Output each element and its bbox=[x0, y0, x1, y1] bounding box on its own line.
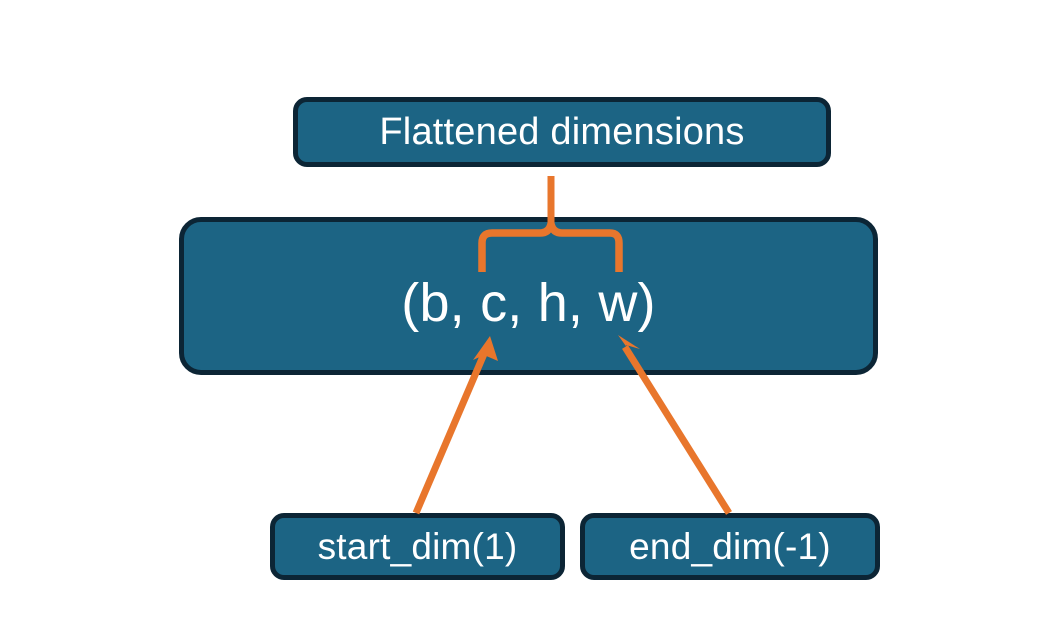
tensor-shape-label: (b, c, h, w) bbox=[401, 273, 656, 333]
flattened-dimensions-box: Flattened dimensions bbox=[293, 97, 831, 167]
end-dim-box: end_dim(-1) bbox=[580, 513, 880, 580]
start-dim-label: start_dim(1) bbox=[317, 526, 518, 567]
tensor-shape-box: (b, c, h, w) bbox=[179, 217, 878, 375]
start-dim-box: start_dim(1) bbox=[270, 513, 565, 580]
end-dim-label: end_dim(-1) bbox=[629, 526, 831, 567]
flattened-dimensions-label: Flattened dimensions bbox=[379, 111, 745, 153]
